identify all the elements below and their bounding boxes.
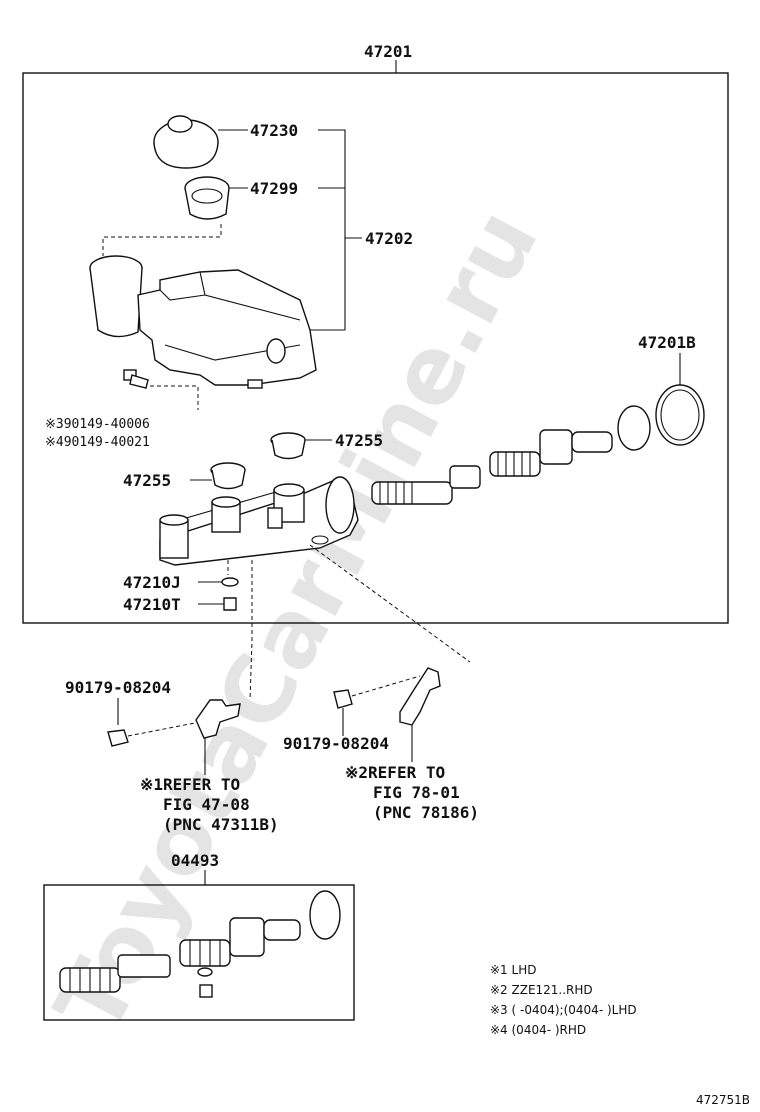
clip-right <box>333 689 353 709</box>
bracket-47202 <box>305 129 362 331</box>
ref-left-line2[interactable]: FIG 47-08 <box>163 795 250 814</box>
plug <box>223 597 237 611</box>
ref-right-line2[interactable]: FIG 78-01 <box>373 783 460 802</box>
ref-right-line3[interactable]: (PNC 78186) <box>373 803 479 822</box>
grommet-upper <box>270 432 306 460</box>
reservoir <box>89 255 317 389</box>
label-clip-left[interactable]: 90179-08204 <box>65 678 171 697</box>
label-bolt-b[interactable]: ※490149-40021 <box>45 435 150 450</box>
o-ring-large <box>655 384 705 446</box>
label-04493[interactable]: 04493 <box>171 851 219 870</box>
dash-clip-right <box>351 675 421 697</box>
assembly-frame <box>22 72 729 624</box>
label-47230[interactable]: 47230 <box>250 121 298 140</box>
o-ring-small <box>617 405 651 451</box>
bracket-right <box>399 667 441 726</box>
reservoir-bolt <box>123 369 149 389</box>
dash-bolt <box>150 385 199 410</box>
label-47202[interactable]: 47202 <box>365 229 413 248</box>
ref-left-line3[interactable]: (PNC 47311B) <box>163 815 279 834</box>
dash-bracket-right <box>309 544 471 663</box>
kit-parts <box>59 890 341 998</box>
note-2: ※2 ZZE121..RHD <box>490 983 593 997</box>
label-47201[interactable]: 47201 <box>364 42 412 61</box>
label-47210t[interactable]: 47210T <box>123 595 181 614</box>
note-1: ※1 LHD <box>490 963 536 977</box>
dash-clip-left <box>127 721 201 737</box>
note-4: ※4 (0404- )RHD <box>490 1023 586 1037</box>
bracket-left <box>195 699 241 739</box>
ref-right-line1[interactable]: ※2REFER TO <box>345 763 445 782</box>
figure-id: 472751B <box>696 1093 750 1107</box>
gasket <box>221 577 239 587</box>
label-47201b[interactable]: 47201B <box>638 333 696 352</box>
label-clip-right[interactable]: 90179-08204 <box>283 734 389 753</box>
grommet-lower <box>210 462 246 490</box>
secondary-piston <box>371 465 481 505</box>
strainer <box>184 176 230 220</box>
o-ring-large-inner <box>660 389 700 441</box>
note-3: ※3 ( -0404);(0404- )LHD <box>490 1003 637 1017</box>
kit-frame <box>43 884 355 1021</box>
dash-strainer <box>102 224 222 256</box>
dash-bracket-left <box>249 560 253 701</box>
master-cylinder-body <box>159 476 359 566</box>
label-47210j[interactable]: 47210J <box>123 573 181 592</box>
label-grommet-upper[interactable]: 47255 <box>335 431 383 450</box>
ref-left-line1[interactable]: ※1REFER TO <box>140 775 240 794</box>
label-bolt-a[interactable]: ※390149-40006 <box>45 417 150 432</box>
clip-left <box>107 729 129 747</box>
primary-piston <box>489 429 613 477</box>
reservoir-cap <box>153 115 219 169</box>
label-grommet-lower[interactable]: 47255 <box>123 471 171 490</box>
label-47299[interactable]: 47299 <box>250 179 298 198</box>
